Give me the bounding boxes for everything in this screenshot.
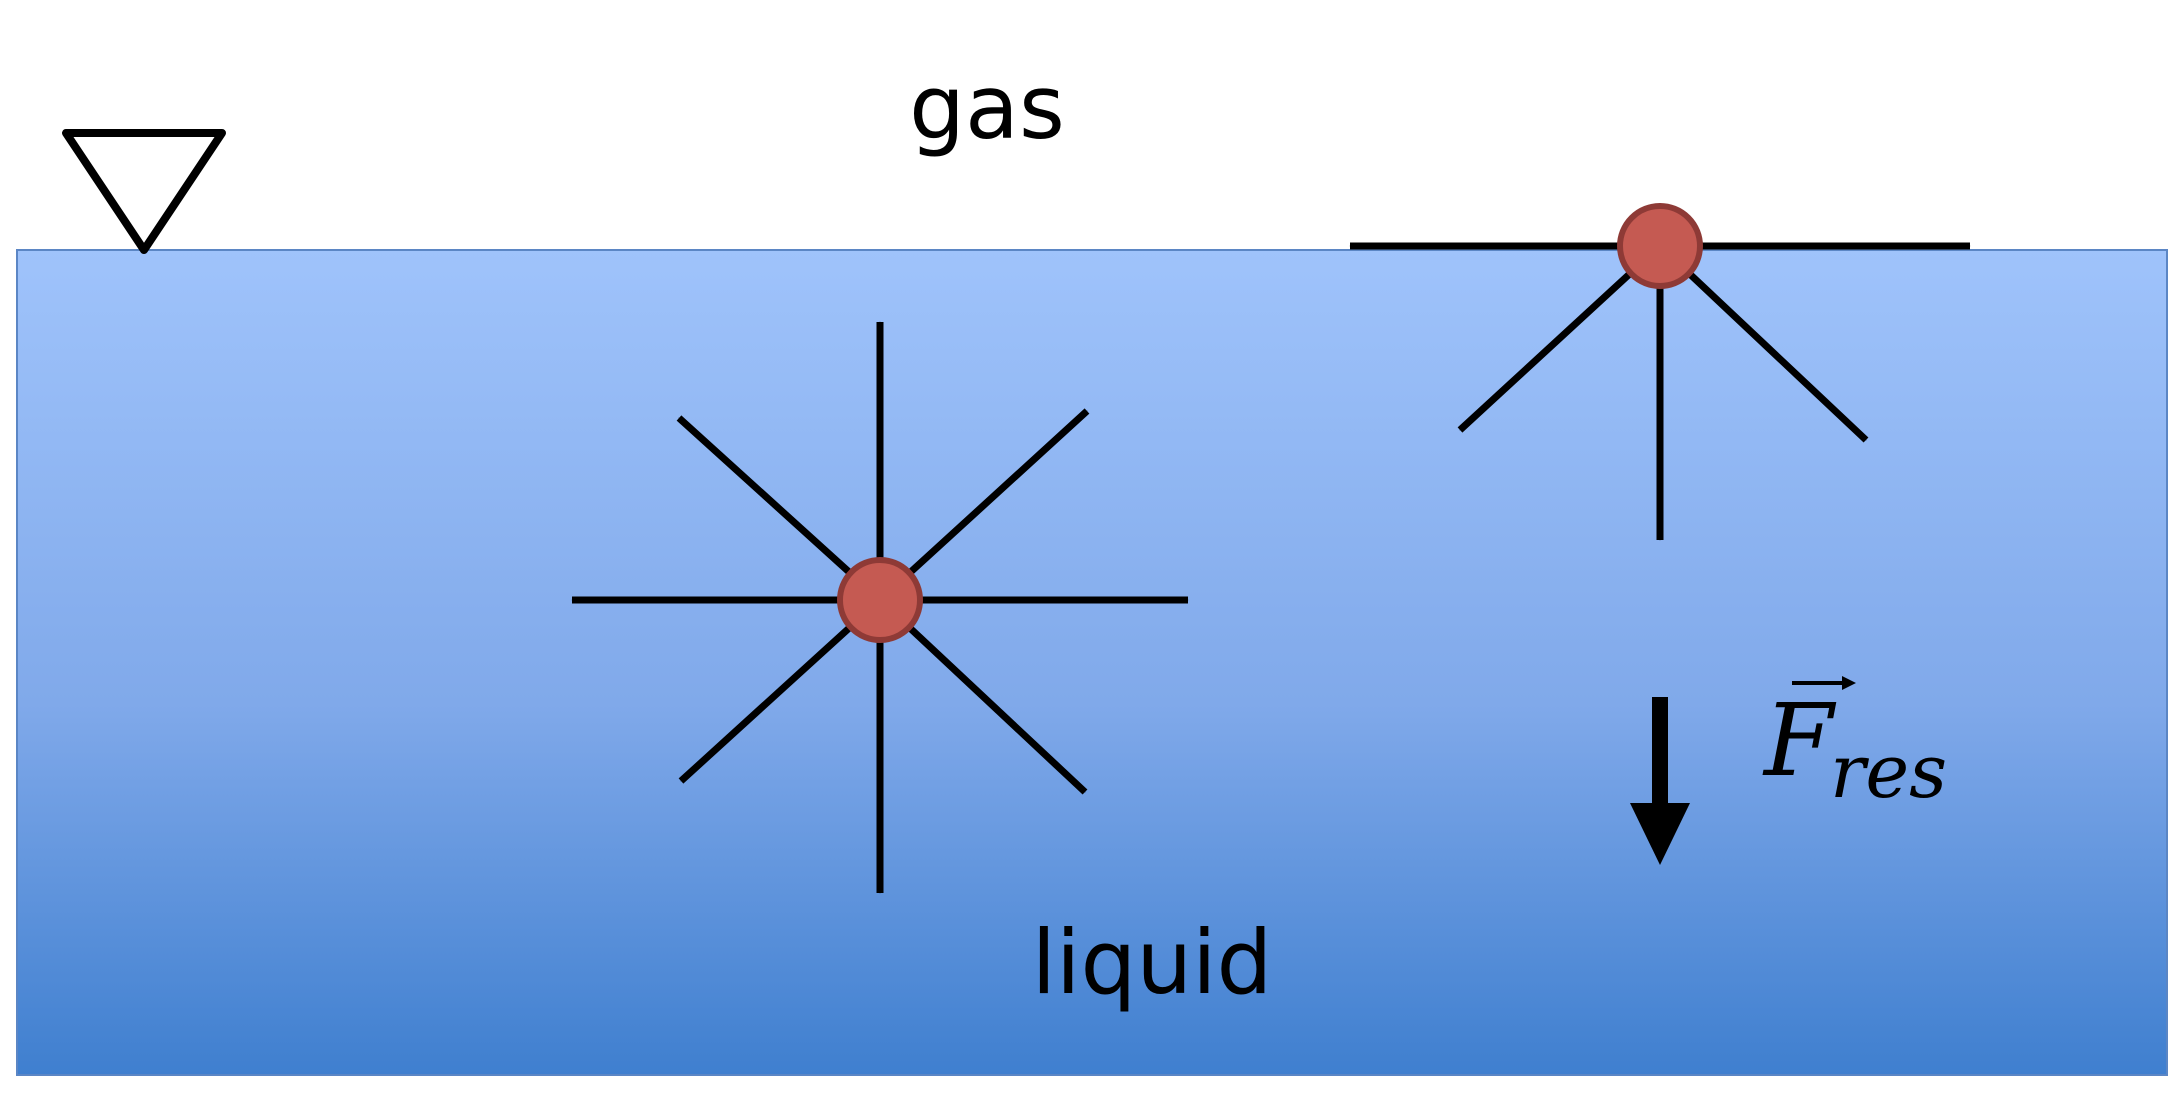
surface-molecule xyxy=(1617,203,1703,289)
force-symbol: F xyxy=(1762,682,1837,799)
interior-molecule-forces xyxy=(571,321,1189,894)
liquid-label: liquid xyxy=(1032,911,1273,1014)
resultant-force-arrow xyxy=(1630,697,1690,865)
force-subscript: res xyxy=(1830,729,1947,815)
interior-molecule xyxy=(837,557,923,643)
surface-arrow-down-left xyxy=(1457,243,1663,433)
arrow-down-left xyxy=(678,597,883,784)
arrow-up-left xyxy=(676,415,883,603)
surface-molecule-forces xyxy=(1349,242,1971,541)
resultant-force-label: F res xyxy=(1762,676,1947,815)
arrow-down-right xyxy=(877,597,1088,795)
free-surface-symbol xyxy=(62,129,226,254)
surface-arrow-down-right xyxy=(1657,243,1869,443)
gas-label: gas xyxy=(909,56,1065,159)
arrow-up-right xyxy=(877,408,1090,603)
